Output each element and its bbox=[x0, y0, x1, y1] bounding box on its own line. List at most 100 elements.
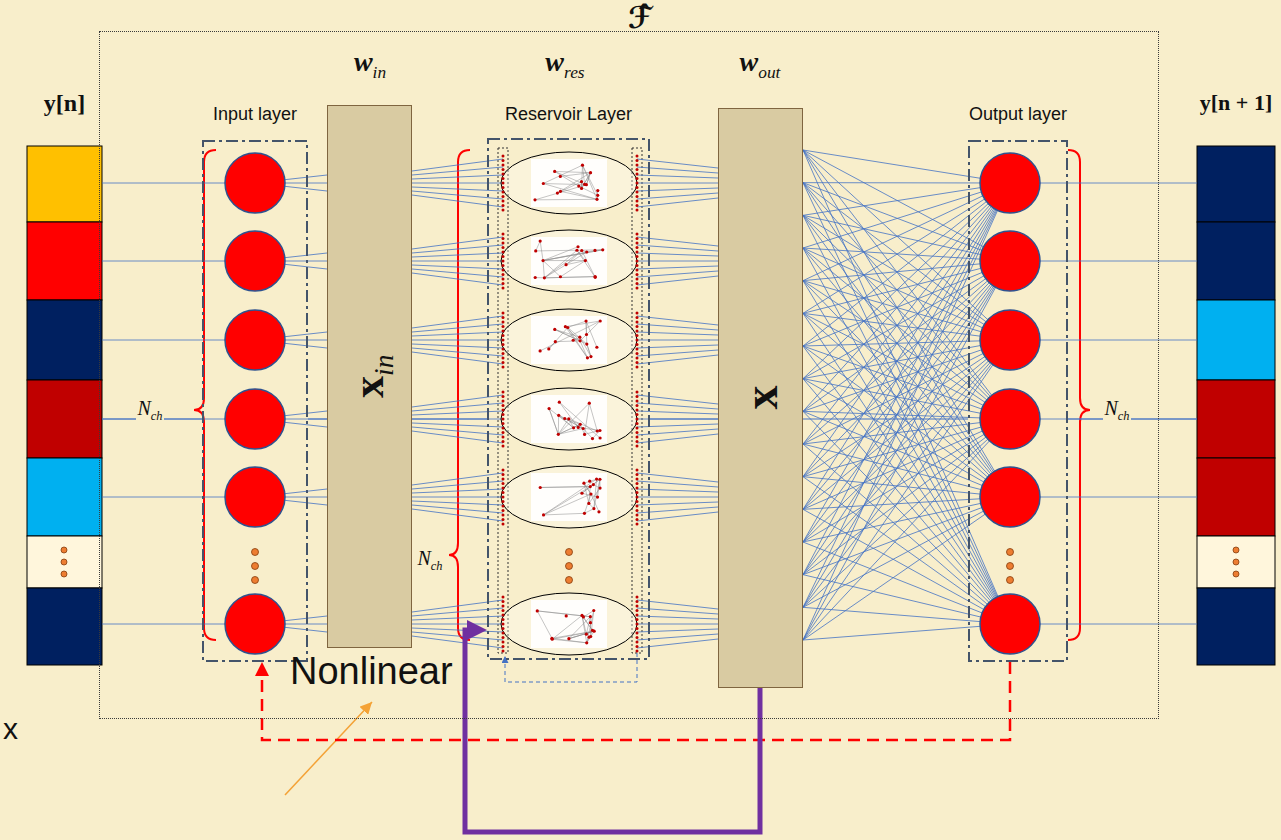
column-neuron bbox=[636, 273, 639, 276]
network-link bbox=[569, 631, 594, 639]
network-link bbox=[587, 611, 594, 643]
column-neuron bbox=[502, 195, 505, 198]
connection-line bbox=[803, 419, 1010, 640]
bundle-connector bbox=[412, 419, 487, 420]
column-neuron bbox=[502, 395, 505, 398]
network-node bbox=[580, 180, 583, 183]
network-link bbox=[581, 165, 583, 188]
connection-line bbox=[412, 191, 503, 199]
connection-line bbox=[412, 316, 503, 328]
connection-line bbox=[803, 183, 1010, 419]
column-neuron bbox=[502, 436, 505, 439]
column-neuron bbox=[636, 645, 639, 648]
network-node bbox=[543, 276, 546, 279]
network-node bbox=[564, 263, 567, 266]
curly-brace bbox=[1068, 150, 1090, 640]
reservoir-unit bbox=[501, 593, 639, 655]
unit-ellipse bbox=[501, 388, 637, 450]
connection-line bbox=[412, 175, 503, 179]
ellipsis-dot bbox=[566, 577, 573, 584]
column-neuron bbox=[636, 482, 639, 485]
network-node bbox=[585, 641, 588, 644]
connection-line bbox=[803, 183, 1010, 346]
connection-line bbox=[637, 175, 718, 178]
connection-line bbox=[803, 624, 1010, 640]
column-neuron bbox=[636, 155, 639, 158]
column-neuron bbox=[502, 440, 505, 443]
column-neuron bbox=[636, 650, 639, 653]
column-neuron bbox=[636, 269, 639, 272]
text-anchor: y[n] bbox=[27, 90, 102, 118]
column-neuron bbox=[502, 413, 505, 416]
connection-line bbox=[803, 340, 1010, 575]
connection-line bbox=[803, 150, 1010, 261]
column-neuron bbox=[636, 191, 639, 194]
network-link bbox=[587, 344, 591, 357]
layer-border bbox=[203, 141, 307, 661]
connection-line bbox=[412, 332, 503, 336]
network-link bbox=[565, 327, 580, 341]
column-neuron bbox=[502, 478, 505, 481]
network-link bbox=[544, 251, 581, 278]
ellipsis-dot bbox=[1233, 559, 1239, 565]
box-heading: ℱ̂ bbox=[628, 1, 652, 36]
network-node bbox=[542, 182, 545, 185]
text-anchor: Input layer bbox=[202, 104, 308, 125]
column-neuron bbox=[502, 352, 505, 355]
column-neuron bbox=[636, 186, 639, 189]
connection-line bbox=[412, 395, 503, 407]
network-node bbox=[591, 629, 594, 632]
column-neuron bbox=[502, 422, 505, 425]
dash-dot-outline bbox=[968, 140, 1068, 662]
label-anchor: Nch bbox=[330, 547, 530, 570]
dash-dot-outline bbox=[202, 140, 308, 662]
network-node bbox=[564, 325, 567, 328]
reservoir-unit bbox=[501, 388, 639, 450]
network-link bbox=[559, 402, 578, 427]
network-link bbox=[543, 250, 603, 261]
column-neuron bbox=[636, 440, 639, 443]
network-node bbox=[582, 482, 585, 485]
network-node bbox=[534, 276, 537, 279]
column-neuron bbox=[502, 278, 505, 281]
network-node bbox=[584, 259, 587, 262]
box-heading: y[n + 1] bbox=[1200, 90, 1272, 115]
column-neuron bbox=[502, 334, 505, 337]
column-neuron bbox=[502, 155, 505, 158]
leader-arrow bbox=[285, 702, 372, 795]
connection-line bbox=[803, 183, 1010, 607]
network-node bbox=[595, 478, 598, 481]
connection-line bbox=[803, 150, 1010, 497]
column-neuron bbox=[502, 348, 505, 351]
column-neuron bbox=[502, 650, 505, 653]
network-node bbox=[558, 401, 561, 404]
column-neuron bbox=[502, 518, 505, 521]
column-neuron bbox=[502, 242, 505, 245]
column-neuron bbox=[636, 418, 639, 421]
ellipsis-dot bbox=[61, 547, 67, 553]
input-matrix: xin bbox=[327, 105, 412, 648]
connection-line bbox=[412, 473, 503, 485]
connection-line bbox=[803, 183, 1010, 248]
channel-count: Nch bbox=[136, 397, 163, 420]
ellipsis-dot bbox=[1233, 571, 1239, 577]
unit-ellipse bbox=[501, 593, 637, 655]
column-neuron bbox=[636, 436, 639, 439]
curly-brace bbox=[194, 150, 216, 640]
network-node bbox=[550, 637, 553, 640]
column-neuron bbox=[502, 514, 505, 517]
dotted-column bbox=[498, 148, 508, 653]
column-neuron bbox=[502, 273, 505, 276]
network-link bbox=[543, 184, 586, 185]
column-neuron bbox=[636, 391, 639, 394]
network-node bbox=[533, 198, 536, 201]
column-neuron bbox=[636, 400, 639, 403]
column-neuron bbox=[636, 509, 639, 512]
network-link bbox=[558, 403, 589, 434]
ellipsis-dot bbox=[1007, 577, 1014, 584]
vector-cell bbox=[27, 588, 102, 665]
weight-symbol: win bbox=[354, 46, 386, 78]
network-link bbox=[536, 241, 540, 251]
label-anchor: wres bbox=[465, 46, 665, 78]
